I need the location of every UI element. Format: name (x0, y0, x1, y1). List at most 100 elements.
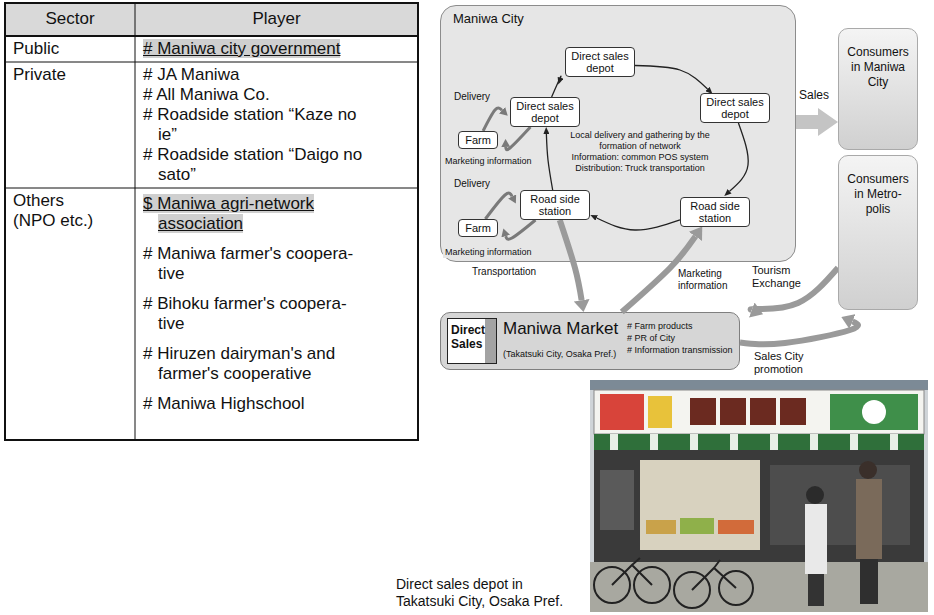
text-holder: Player (139, 9, 414, 29)
text-holder: # Maniwa Highschool (143, 394, 369, 414)
text-holder: Maniwa Market (503, 319, 618, 339)
text-holder: # Maniwa city government (143, 39, 369, 59)
table-cell: # JA Maniwa (143, 65, 239, 84)
node-text: Direct sales depot (705, 96, 765, 120)
table-cell: # Maniwa farmer's coopera- tive (143, 244, 353, 283)
connector-arrow (483, 108, 502, 131)
text-holder: # Hiruzen dairyman's and farmer's cooper… (143, 344, 369, 384)
table-cell: # Hiruzen dairyman's and farmer's cooper… (143, 344, 335, 383)
node-text: Maniwa City (453, 11, 524, 27)
node-text: Road side station (685, 200, 745, 224)
text-holder: $ Maniwa agri-network association (143, 194, 369, 234)
connector-arrow (730, 123, 749, 191)
market-box: Maniwa Market(Takatsuki City, Osaka Pref… (440, 312, 740, 370)
text-cell: # JA Maniwa# All Maniwa Co.# Roadside st… (135, 62, 418, 188)
text-holder: Tourism Exchange (750, 264, 804, 290)
table-cell: # Roadside station “Kaze no ie” (143, 105, 357, 144)
text-holder: # Roadside station “Daigo no sato” (143, 145, 369, 185)
text-cell: # Maniwa city government (135, 36, 418, 62)
text-holder: Others (NPO etc.) (13, 191, 105, 231)
sign-box: Direct Sales (447, 318, 497, 364)
table-grid (5, 3, 418, 440)
connector-arrow (546, 134, 552, 190)
text-cell: Public (5, 36, 135, 62)
text-holder: Maniwa City (453, 11, 524, 27)
edge-label: Marketing information (676, 268, 730, 292)
node-text: Farm (463, 134, 493, 146)
process-box: Direct sales depot (565, 47, 635, 77)
text-holder: # Bihoku farmer's coopera- tive (143, 294, 369, 334)
text-holder: # Maniwa farmer's coopera- tive (143, 244, 369, 284)
text-holder: # JA Maniwa (143, 65, 369, 85)
text-holder: Sales City promotion (752, 350, 828, 376)
text-holder: Sales (797, 88, 831, 102)
text-holder: Delivery (452, 91, 492, 103)
connector-arrow (796, 115, 818, 129)
edge-label: Transportation (470, 266, 538, 278)
table-cell: # Maniwa Highschool (143, 394, 305, 413)
edge-label: Delivery (452, 91, 492, 103)
node-text: # PR of City (627, 333, 675, 344)
connector-arrow (552, 76, 561, 97)
node-text: # Information transmission (627, 345, 733, 356)
storefront-photo (590, 380, 928, 612)
node-text: Maniwa Market (503, 319, 618, 339)
connector-arrow (506, 220, 536, 239)
table-cell: Public (13, 39, 59, 58)
process-box: Farm (458, 131, 498, 149)
text-holder: # PR of City (627, 333, 675, 344)
note-text: Distribution: Truck transportation (575, 163, 705, 173)
table-cell: Private (13, 65, 66, 84)
table-cell: # All Maniwa Co. (143, 85, 270, 104)
note-text: Local delivery and gathering by the form… (570, 130, 710, 151)
table-cell: # Roadside station “Daigo no sato” (143, 145, 362, 184)
connector-arrow (740, 322, 858, 345)
table-cell: Sector (45, 9, 94, 28)
node-text: Consumers in Maniwa City (844, 45, 912, 90)
consumer-box: Consumers in Maniwa City (838, 28, 918, 150)
text-holder: Information: common POS system (560, 152, 720, 163)
table-cell: $ Maniwa agri-network association (143, 194, 314, 233)
process-box: Direct sales depot (510, 97, 580, 127)
text-holder: Distribution: Truck transportation (560, 163, 720, 174)
connector-arrow (560, 220, 582, 300)
edge-label: Sales (797, 88, 831, 102)
caption-text: Direct sales depot in Takatsuki City, Os… (396, 576, 563, 609)
edge-label: Delivery (452, 178, 492, 190)
process-box: Road side station (680, 197, 750, 227)
connector-arrow (485, 193, 512, 219)
connector-arrow (506, 127, 531, 150)
text-holder: # Farm products (627, 321, 693, 332)
consumer-box: Consumers in Metro- polis (838, 155, 918, 310)
edge-label: Marketing information (443, 247, 534, 258)
node-text: Consumers in Metro- polis (844, 172, 912, 217)
text-holder: # Roadside station “Kaze no ie” (143, 105, 369, 145)
text-holder: Private (13, 65, 127, 85)
text-holder: Local delivery and gathering by the form… (560, 130, 720, 152)
text-cell: Sector (5, 3, 135, 36)
text-holder: Direct sales depot in Takatsuki City, Os… (396, 576, 582, 610)
node-text: Direct sales depot (515, 100, 575, 124)
node-text: # Farm products (627, 321, 693, 332)
text-cell: $ Maniwa agri-network association # Maniw… (135, 188, 418, 440)
text-holder: Marketing information (676, 268, 730, 292)
connector-arrow (635, 66, 708, 90)
table-cell: Others (NPO etc.) (13, 191, 93, 230)
note-text: Information: common POS system (571, 152, 708, 162)
table-cell: # Maniwa city government (143, 39, 340, 58)
edge-label: Sales City promotion (752, 350, 828, 376)
text-holder: Marketing information (443, 156, 534, 167)
node-text: Road side station (525, 193, 585, 217)
text-cell: Others (NPO etc.) (5, 188, 135, 440)
text-cell: Direct sales depot in Takatsuki City, Os… (396, 576, 582, 612)
process-box: Road side station (520, 190, 590, 220)
edge-label: Tourism Exchange (750, 264, 804, 290)
text-cell: Player (135, 3, 418, 36)
text-cell: Private (5, 62, 135, 188)
text-holder: Delivery (452, 178, 492, 190)
text-holder: Transportation (470, 266, 538, 278)
text-holder: Marketing information (443, 247, 534, 258)
text-holder: Sector (9, 9, 131, 29)
text-holder: # Information transmission (627, 345, 733, 356)
